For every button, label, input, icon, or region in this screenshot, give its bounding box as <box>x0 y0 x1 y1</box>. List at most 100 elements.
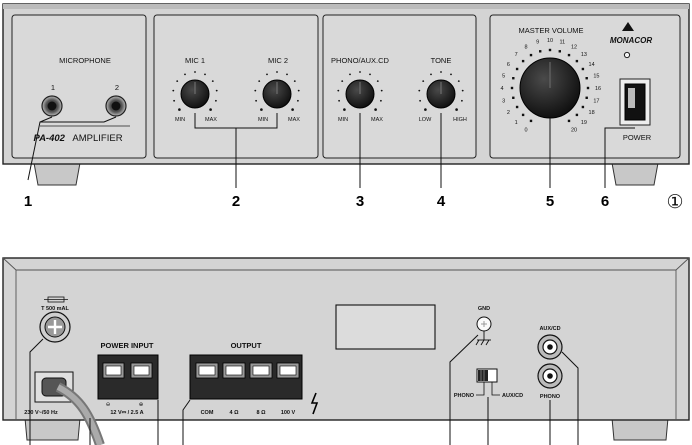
mic2-knob-group <box>254 71 300 111</box>
mic1-knob-group <box>172 71 218 111</box>
power-input-plus: ⊕ <box>139 402 144 408</box>
master-scale-label: 9 <box>536 40 539 46</box>
master-scale-tick <box>585 77 588 80</box>
master-scale-label: 6 <box>507 62 510 68</box>
output-terminal-slot[interactable] <box>279 365 297 376</box>
master-scale-tick <box>529 119 533 123</box>
master-scale-tick <box>521 113 525 117</box>
model-label: PA-402 AMPLIFIER <box>33 128 122 145</box>
master-scale-label: 18 <box>589 110 595 116</box>
master-scale-tick <box>567 119 571 123</box>
phono-knob-group <box>337 71 383 111</box>
mic1-min-label: MIN <box>175 117 185 123</box>
callout-5: 5 <box>546 193 554 210</box>
master-scale-label: 0 <box>524 128 527 134</box>
mic2-max-label: MAX <box>288 117 300 123</box>
master-scale-tick <box>521 59 525 63</box>
callout-2: 2 <box>232 193 240 210</box>
master-scale-label: 14 <box>589 62 595 68</box>
phono-max-label: MAX <box>371 117 383 123</box>
master-scale-label: 8 <box>524 44 527 50</box>
label-plate <box>335 304 436 350</box>
master-scale-tick <box>515 105 519 109</box>
model-name: PA-402 <box>33 133 65 144</box>
master-scale-tick <box>581 67 585 71</box>
master-scale-label: 19 <box>581 120 587 126</box>
master-scale-tick <box>585 96 588 99</box>
master-scale-tick <box>548 48 552 52</box>
master-scale-tick <box>575 59 579 63</box>
phono-min-label: MIN <box>338 117 348 123</box>
power-led <box>623 51 631 59</box>
mic1-title: MIC 1 <box>185 56 205 65</box>
master-scale-tick <box>539 50 542 53</box>
master-scale-label: 17 <box>593 98 599 104</box>
output-terminal-slot[interactable] <box>225 365 243 376</box>
tone-title: TONE <box>431 56 452 65</box>
master-scale-tick <box>558 50 561 53</box>
front-foot-right <box>611 162 659 186</box>
tone-high-label: HIGH <box>453 117 467 123</box>
master-scale-tick <box>586 86 590 90</box>
output-8ohm: 8 Ω <box>257 410 267 416</box>
master-scale-label: 3 <box>502 98 505 104</box>
master-scale-label: 5 <box>502 74 505 80</box>
master-scale-tick <box>567 53 571 57</box>
master-scale-label: 16 <box>595 86 601 92</box>
front-panel: MICROPHONE 1 2 PA-402 AMPLIFIER MIC 1 MI… <box>2 3 690 213</box>
callout-3: 3 <box>356 193 364 210</box>
master-scale-label: 15 <box>593 74 599 80</box>
callout-6: 6 <box>601 193 609 210</box>
power-input-minus: ⊖ <box>106 402 111 408</box>
power-input-rating: 12 V⎓ / 2.5 A <box>110 410 143 416</box>
master-scale-tick <box>512 96 515 99</box>
master-scale-tick <box>529 53 533 57</box>
master-scale-label: 7 <box>515 52 518 58</box>
switch-phono-label: PHONO <box>454 393 475 399</box>
mic2-title: MIC 2 <box>268 56 288 65</box>
master-scale-label: 4 <box>500 86 503 92</box>
master-scale-label: 13 <box>581 52 587 58</box>
master-volume-title: MASTER VOLUME <box>518 26 583 35</box>
switch-aux-label: AUX/CD <box>502 393 523 399</box>
mic1-max-label: MAX <box>205 117 217 123</box>
phono-title: PHONO/AUX.CD <box>331 56 390 65</box>
gnd-label: GND <box>478 306 490 312</box>
master-scale-tick <box>575 113 579 117</box>
tone-low-label: LOW <box>419 117 432 123</box>
output-4ohm: 4 Ω <box>230 410 240 416</box>
front-foot-left <box>33 162 81 186</box>
output-terminal-slot[interactable] <box>252 365 270 376</box>
brand-label: MONACOR <box>610 36 652 45</box>
model-suffix: AMPLIFIER <box>72 133 122 144</box>
mains-voltage: 230 V~/50 Hz <box>24 410 58 416</box>
rca-aux-label: AUX/CD <box>539 326 560 332</box>
microphone-title: MICROPHONE <box>59 56 111 65</box>
master-scale-label: 10 <box>547 38 553 44</box>
master-scale-label: 2 <box>507 110 510 116</box>
mic-jack-1-label: 1 <box>51 83 55 92</box>
rear-callout-lines <box>29 334 579 445</box>
front-callout-lines <box>27 113 635 188</box>
rear-panel: T 500 mAL 230 V~/50 Hz POWER INPUT ⊖ ⊕ 1… <box>2 257 690 445</box>
fuse-symbol <box>44 296 68 303</box>
power-input-title: POWER INPUT <box>101 341 154 350</box>
master-scale-label: 20 <box>571 128 577 134</box>
master-scale-tick <box>510 86 514 90</box>
monacor-logo: MONACOR <box>610 22 652 45</box>
output-terminal-slot[interactable] <box>198 365 216 376</box>
output-title: OUTPUT <box>231 341 262 350</box>
ground-icon <box>475 331 491 346</box>
master-scale-label: 1 <box>515 120 518 126</box>
rca-phono-label: PHONO <box>540 394 561 400</box>
phono-tone-section <box>322 14 477 159</box>
master-scale-tick <box>512 77 515 80</box>
mic-jack-2-label: 2 <box>115 83 119 92</box>
callout-4: 4 <box>437 193 446 210</box>
output-100v: 100 V <box>281 410 296 416</box>
output-com: COM <box>201 410 214 416</box>
master-scale-tick <box>581 105 585 109</box>
mains-cable <box>34 371 105 445</box>
